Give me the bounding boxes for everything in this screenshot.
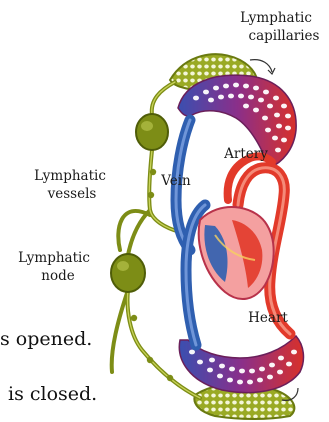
label-lymphatic-vessels-line1: Lymphatic <box>34 168 106 184</box>
label-lymphatic-capillaries-line2: capillaries <box>249 28 320 44</box>
label-lymphatic-node-line1: Lymphatic <box>18 250 90 266</box>
label-lymphatic-node-line2: node <box>41 268 74 284</box>
label-lymphatic-vessels-line2: vessels <box>47 186 97 202</box>
lymphatic-node-lower <box>111 254 145 292</box>
label-artery: Artery <box>223 146 268 162</box>
body-text-line2: is closed. <box>8 383 97 405</box>
label-vein: Vein <box>160 173 191 189</box>
body-text-line1: s opened. <box>0 328 92 350</box>
lymphatic-node-upper <box>136 114 168 150</box>
label-heart: Heart <box>248 310 288 326</box>
label-lymphatic-capillaries-line1: Lymphatic <box>240 10 312 26</box>
heart <box>199 207 274 299</box>
